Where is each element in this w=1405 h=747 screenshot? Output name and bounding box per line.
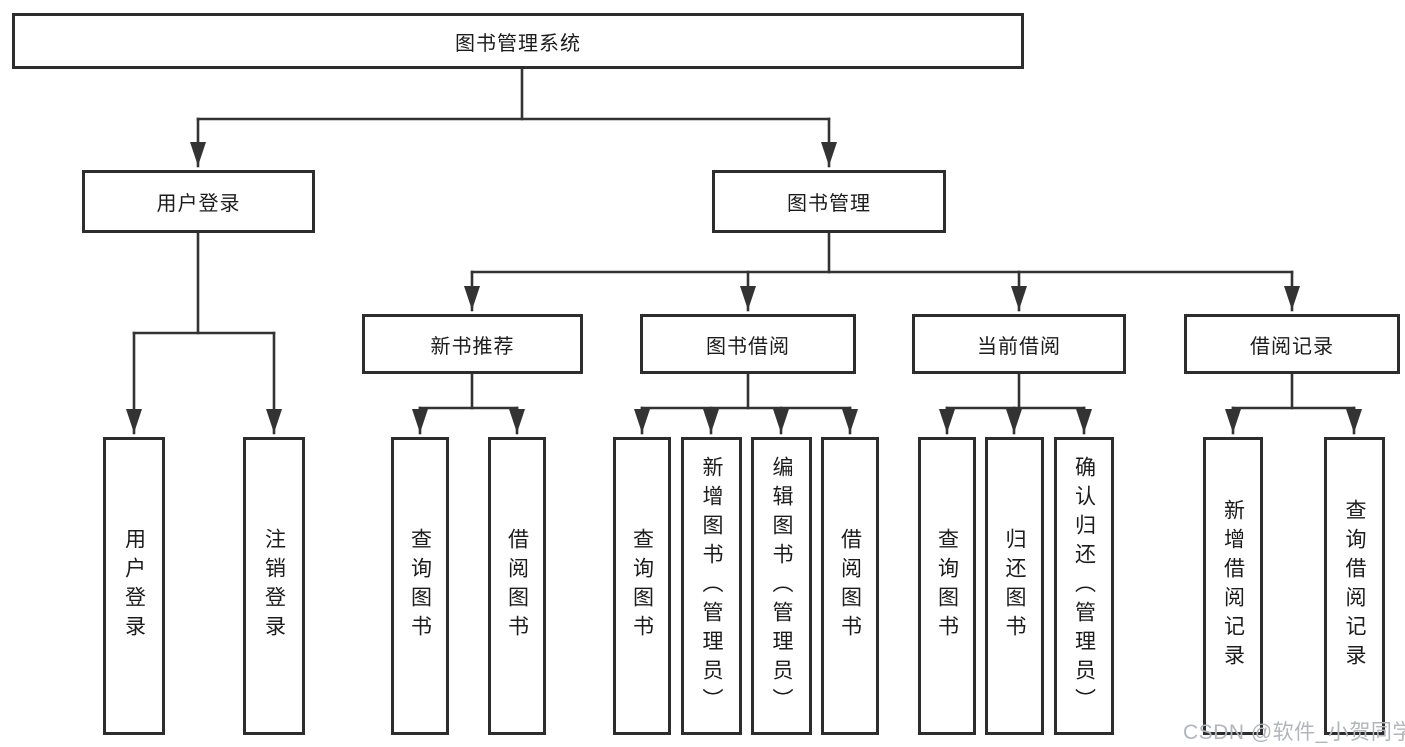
leaf-records-add-borrow-record: 新增借阅记录 (1203, 437, 1263, 735)
connector-new-book-recommend-branch (412, 372, 525, 435)
node-book-management: 图书管理 (712, 170, 946, 233)
leaf-borrowing-edit-books-admin: 编辑图书（管理员） (751, 437, 812, 735)
leaf-recommend-borrow-books: 借阅图书 (488, 437, 546, 735)
leaf-logout: 注销登录 (243, 437, 305, 735)
leaf-borrowing-query-books: 查询图书 (613, 437, 671, 735)
leaf-user-login: 用户登录 (103, 437, 165, 735)
node-new-book-recommend: 新书推荐 (362, 314, 583, 374)
leaf-borrowing-borrow-books: 借阅图书 (821, 437, 879, 735)
node-book-borrowing: 图书借阅 (640, 314, 856, 374)
node-current-borrowing: 当前借阅 (912, 314, 1126, 374)
connector-borrowing-records-branch (1225, 372, 1362, 435)
node-library-management-system: 图书管理系统 (12, 13, 1024, 69)
node-borrowing-records: 借阅记录 (1184, 314, 1400, 374)
node-user-login: 用户登录 (82, 170, 315, 233)
connector-book-management-to-level3 (464, 231, 1300, 312)
connector-book-borrowing-branch (634, 372, 858, 435)
leaf-current-query-books: 查询图书 (918, 437, 976, 735)
leaf-records-query-borrow-record: 查询借阅记录 (1324, 437, 1385, 735)
connector-user-login-branch (126, 231, 282, 435)
leaf-current-return-books: 归还图书 (985, 437, 1044, 735)
leaf-borrowing-add-books-admin: 新增图书（管理员） (681, 437, 742, 735)
leaf-recommend-query-books: 查询图书 (391, 437, 449, 735)
connector-root-to-level2 (190, 67, 837, 168)
leaf-current-confirm-return-admin: 确认归还（管理员） (1054, 437, 1114, 735)
connector-current-borrowing-branch (939, 372, 1092, 435)
csdn-watermark: CSDN @软件_小贺同学 (1183, 721, 1405, 744)
